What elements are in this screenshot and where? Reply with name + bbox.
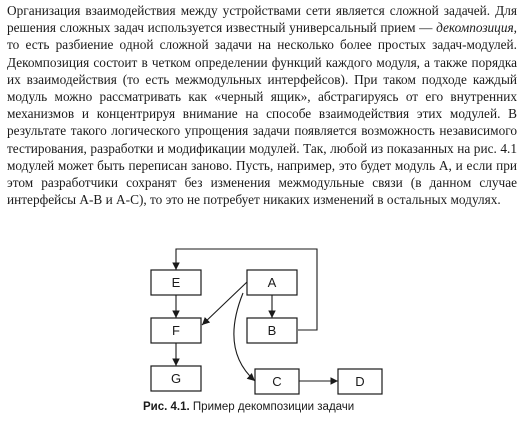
body-paragraph: Организация взаимодействия между устройс…	[7, 2, 517, 208]
node-d: D	[337, 368, 383, 395]
node-e: E	[150, 269, 202, 296]
node-f: F	[150, 317, 202, 344]
node-f-label: F	[172, 323, 180, 338]
node-c: C	[254, 368, 300, 395]
node-e-label: E	[172, 275, 181, 290]
edge-a-c	[233, 292, 256, 382]
figure-number: Рис. 4.1.	[143, 401, 190, 413]
figure-caption: Рис. 4.1. Пример декомпозиции задачи	[143, 401, 354, 413]
node-g: G	[150, 365, 202, 392]
node-c-label: C	[272, 374, 281, 389]
node-g-label: G	[171, 371, 181, 386]
node-b: B	[246, 317, 298, 344]
node-a: A	[246, 269, 298, 296]
paragraph-text-start: Организация взаимодействия между устройс…	[7, 3, 517, 36]
term-decomposition: декомпозиция	[436, 20, 514, 36]
paragraph-text-end: , то есть разбиение одной сложной задачи…	[7, 20, 517, 208]
figure-caption-text: Пример декомпозиции задачи	[189, 401, 355, 413]
edge-a-f	[201, 281, 248, 326]
node-b-label: B	[268, 323, 277, 338]
node-a-label: A	[268, 275, 277, 290]
edge-b-e	[172, 248, 318, 331]
node-d-label: D	[355, 374, 364, 389]
